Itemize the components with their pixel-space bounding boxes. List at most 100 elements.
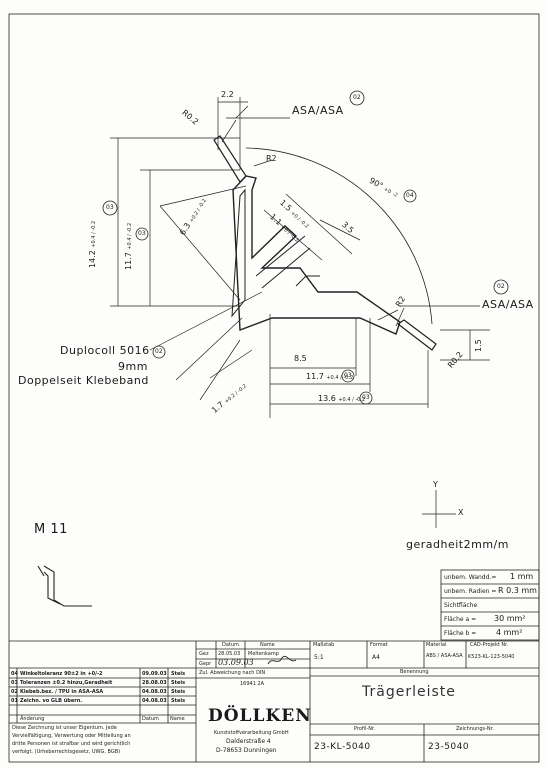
rev-04-idx: 04 — [11, 671, 18, 677]
tb-notice-4: verfolgt. (Urheberrechtsgesetz, UWG, BGB… — [12, 749, 121, 755]
rev-02-idx: 02 — [11, 689, 18, 695]
dim-11-7-side-value: 11.7 — [124, 252, 133, 270]
tb-format-header: Format — [370, 642, 388, 648]
straightness-label: geradheit2mm/m — [406, 538, 509, 551]
tape-label: Doppelseit Klebeband — [18, 374, 149, 387]
tb-profil: 23-KL-5040 — [314, 742, 371, 752]
material-label-right: ASA/ASA — [482, 298, 534, 311]
props-value-wall: 1 mm — [510, 572, 534, 581]
tb-gepr-date: 03.09.03 — [218, 658, 254, 667]
rev-03-date: 28.08.03 — [142, 680, 167, 686]
tb-zeichnung-header: Zeichnungs-Nr. — [456, 726, 494, 732]
tape-width-label: 9mm — [118, 360, 148, 373]
dim-11-7-side: 11.7 +0.4 / -0.2 — [124, 223, 133, 270]
tb-cad-header: CAD-Projekt Nr. — [470, 642, 509, 648]
tb-zul: Zul. Abweichung nach DIN — [199, 670, 266, 676]
angle-arc — [245, 147, 433, 325]
tb-name-header-2: Name — [170, 716, 185, 722]
dim-11-7-bottom-value: 11.7 — [306, 372, 324, 381]
profile-outline — [232, 175, 401, 335]
circle-03-left: 03 — [106, 204, 114, 211]
rev-04-text: Winkeltoleranz 90±2 in +0/-2 — [20, 671, 103, 677]
tb-gepr: Gepr — [199, 661, 212, 667]
props-label-wall: unbem. Wandd.= — [444, 574, 497, 581]
dim-14-2-tol: +0.4 / -0.2 — [91, 220, 97, 248]
profile-rib — [255, 235, 320, 289]
profile-inner — [231, 188, 246, 318]
tb-street: Dalderstraße 4 — [226, 738, 271, 745]
circle-03-mid: 03 — [138, 230, 146, 237]
profile-tip-top — [213, 135, 247, 183]
tb-material: ABS / ASA-ASA — [426, 653, 463, 659]
tb-title: Trägerleiste — [362, 684, 456, 700]
tb-format: A4 — [372, 654, 380, 661]
dim-14-2: 14.2 +0.4 / -0.2 — [88, 221, 97, 268]
dim-14-2-value: 14.2 — [88, 250, 97, 268]
props-value-area-b: 4 mm² — [496, 628, 523, 637]
tb-material-header: Material — [426, 642, 447, 648]
tb-benennung-header: Benennung — [400, 669, 429, 675]
dim-8-5: 8.5 — [294, 354, 307, 363]
rev-03-text: Toleranzen ±0.2 hinzu,Geradheit — [20, 680, 113, 686]
circle-02-top: 02 — [353, 94, 361, 101]
props-value-radius: R 0.3 mm — [498, 586, 537, 595]
axis-y-label: Y — [433, 480, 438, 489]
dim-11-7-bottom: 11.7 +0.4 / -0.2 — [306, 372, 353, 381]
axis-x-label: X — [458, 508, 464, 517]
rev-01-text: Zeichn. vo GLB übern. — [20, 698, 83, 704]
rev-02-name: Steis — [171, 689, 186, 695]
rev-02-date: 04.08.03 — [142, 689, 167, 695]
props-label-visible: Sichtfläche — [444, 602, 478, 609]
sheet-frame — [8, 13, 540, 763]
tb-city: D-78653 Dunningen — [216, 747, 277, 754]
rev-03-name: Steis — [171, 680, 186, 686]
props-value-area-a: 30 mm² — [494, 614, 526, 623]
dim-2-2: 2.2 — [221, 90, 234, 99]
circle-02-right: 02 — [497, 283, 505, 290]
tb-notice-3: dritte Personen ist strafbar und wird ge… — [12, 741, 131, 747]
circle-03-b1: 03 — [344, 372, 352, 379]
profile-tip-right — [396, 319, 437, 351]
tb-gez-name: Meltenkamp — [248, 651, 279, 657]
circle-markers — [102, 90, 509, 405]
props-label-area-b: Fläche b = — [444, 630, 477, 637]
tb-name-header: Name — [260, 642, 275, 648]
tb-notice-1: Diese Zeichnung ist unser Eigentum. Jede — [12, 725, 117, 731]
profile-thumbnail — [37, 565, 92, 607]
rev-01-idx: 01 — [11, 698, 18, 704]
dim-13-6-tol: +0.4 / -0.2 — [338, 397, 366, 403]
tb-notice-2: Vervielfältigung, Verwertung oder Mittei… — [12, 733, 131, 739]
duplocoll-label: Duplocoll 5016 — [60, 344, 150, 357]
tb-din: 16941 2A — [240, 681, 265, 687]
props-table-lines — [440, 569, 540, 641]
rev-04-name: Steis — [171, 671, 186, 677]
tb-datum-header: Datum — [222, 642, 239, 648]
dim-r2-inner: R2 — [266, 154, 277, 163]
tb-gez: Gez — [199, 651, 209, 657]
props-label-radius: unbem. Radien = — [444, 588, 497, 595]
tb-cad: K523-KL-123-5040 — [468, 654, 515, 660]
company-logo: DÖLLKEN — [208, 706, 312, 726]
props-label-area-a: Fläche a = — [444, 616, 477, 623]
dim-11-7-side-tol: +0.4 / -0.2 — [127, 222, 133, 250]
scale-label-m11: M 11 — [34, 522, 68, 537]
dim-13-6-value: 13.6 — [318, 394, 336, 403]
rev-04-date: 09.09.03 — [142, 671, 167, 677]
rev-02-text: Klebeb.bez. / TPU in ASA-ASA — [20, 689, 104, 695]
rev-03-idx: 03 — [11, 680, 18, 686]
rev-01-date: 04.08.03 — [142, 698, 167, 704]
dim-13-6: 13.6 +0.4 / -0.2 — [318, 394, 365, 403]
tb-aenderung-header: Änderung — [20, 716, 45, 722]
circle-02-dup: 02 — [155, 348, 163, 355]
tb-profil-header: Profil-Nr. — [354, 726, 376, 732]
rev-01-name: Steis — [171, 698, 186, 704]
title-block-lines — [9, 640, 539, 762]
tb-gez-date: 28.05.03 — [218, 651, 241, 657]
tb-company: Kunststoffverarbeitung GmbH — [214, 730, 289, 736]
tb-zeichnung: 23-5040 — [428, 742, 470, 752]
tb-massstab-header: Maßstab — [313, 642, 335, 648]
signature-scribble — [267, 655, 297, 665]
material-label-top: ASA/ASA — [292, 104, 344, 117]
